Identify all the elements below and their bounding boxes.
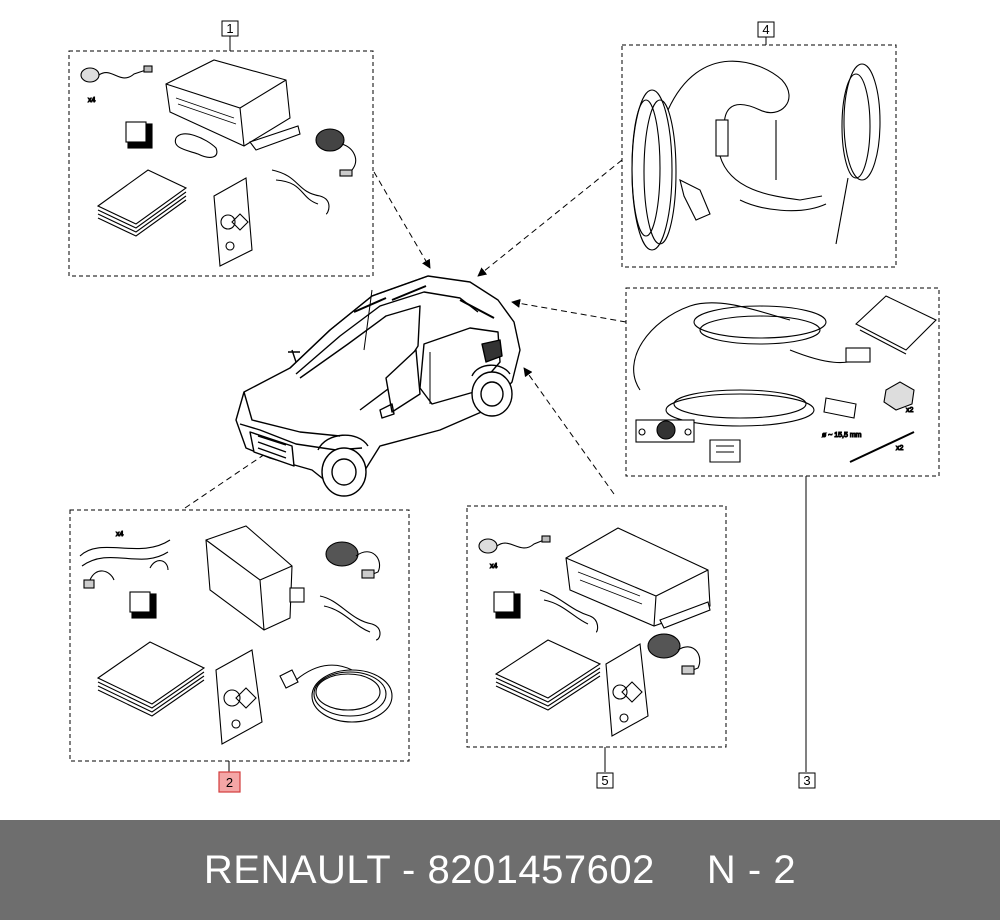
svg-text:2: 2 (226, 775, 233, 790)
callout-5[interactable]: 5 (596, 772, 614, 789)
kit-3-box (625, 287, 940, 477)
line-kit2 (184, 451, 269, 509)
callout-2-highlighted[interactable]: 2 (218, 771, 241, 793)
kit5-qty-text: x4 (490, 563, 498, 570)
parts-diagram: x4 x2 x2 ø ~ 15,5 (68, 20, 940, 793)
kit-2-box (69, 509, 410, 762)
callout-4[interactable]: 4 (757, 21, 775, 38)
svg-text:4: 4 (762, 22, 769, 37)
kit-5-box (466, 505, 727, 748)
kit3-nut-qty-text: x2 (906, 407, 914, 414)
arrow-kit3 (511, 298, 627, 323)
kit-3-contents: x2 x2 ø ~ 15,5 mm (633, 295, 937, 463)
svg-text:1: 1 (226, 21, 233, 36)
callout-1[interactable]: 1 (221, 20, 239, 37)
callout-3[interactable]: 3 (798, 772, 816, 789)
arrow-kit4 (477, 159, 623, 277)
sensor-icon (80, 67, 100, 83)
kit-1-box (68, 50, 374, 277)
svg-text:3: 3 (803, 773, 810, 788)
arrow-kit5 (523, 367, 615, 495)
kit-4-box (621, 44, 897, 268)
car-illustration (235, 275, 521, 497)
kit-1-contents: x4 (80, 59, 357, 267)
kit-5-contents: x4 (478, 527, 711, 737)
part-number-banner: RENAULT - 8201457602 N - 2 (0, 820, 1000, 920)
part-number-text: RENAULT - 8201457602 (203, 847, 655, 892)
kit3-diameter-text: ø ~ 15,5 mm (822, 432, 862, 439)
kit-4-contents (631, 60, 881, 251)
kit2-qty-text: x4 (116, 531, 124, 538)
kit-2-contents: x4 (79, 525, 393, 745)
arrow-kit1 (373, 171, 431, 269)
svg-text:5: 5 (601, 773, 608, 788)
kit3-tie-qty-text: x2 (896, 445, 904, 452)
kit1-qty-text: x4 (88, 97, 96, 104)
position-text: N - 2 (706, 847, 797, 892)
